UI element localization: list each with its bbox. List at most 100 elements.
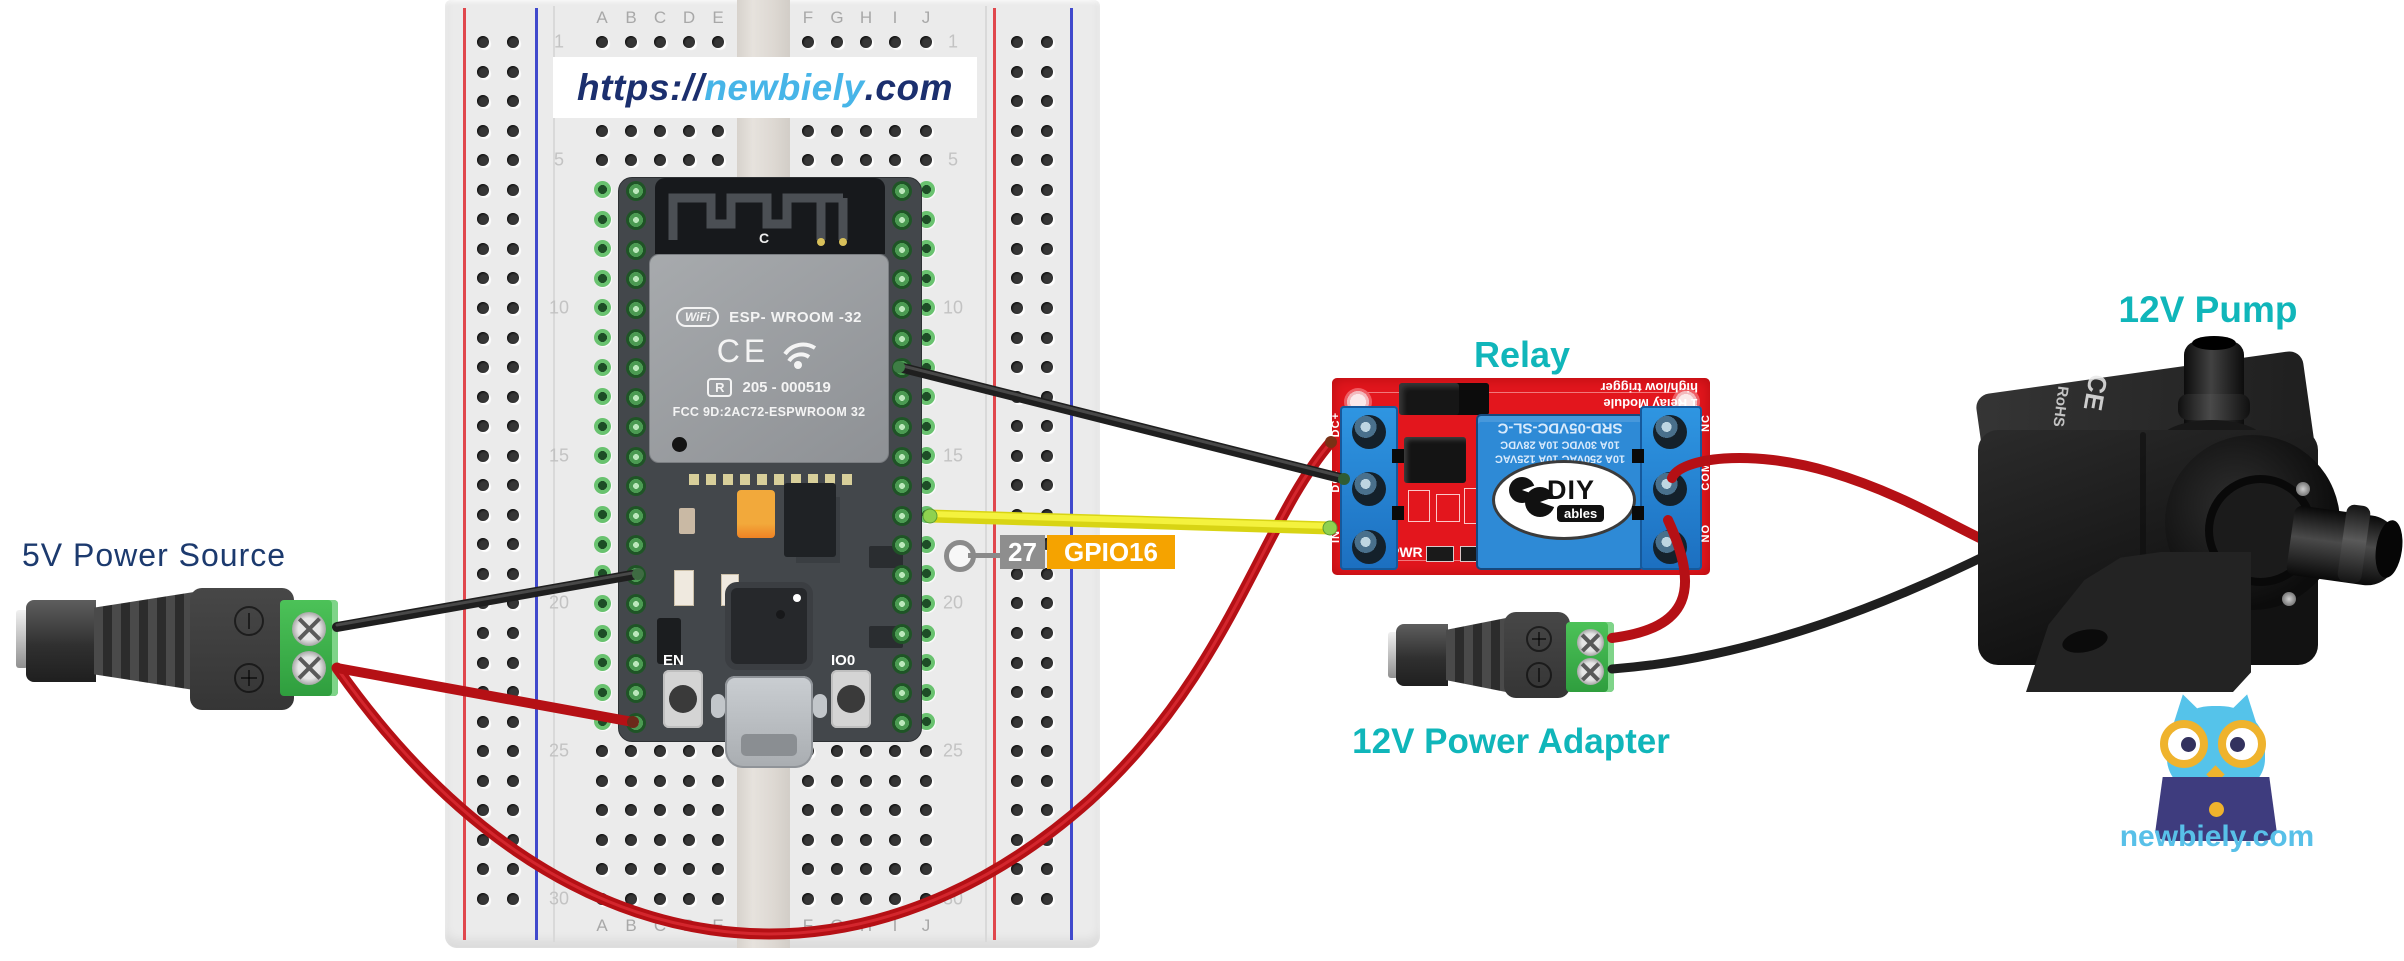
breadboard-hole xyxy=(920,774,932,787)
rail-hole xyxy=(1041,154,1053,167)
esp32-pin xyxy=(626,564,646,585)
column-letter: I xyxy=(892,916,898,935)
breadboard-hole xyxy=(831,892,843,905)
relay-label: Relay xyxy=(1473,334,1571,375)
esp32-pin xyxy=(892,298,912,319)
rail-hole xyxy=(507,508,519,521)
breadboard-hole xyxy=(596,892,608,905)
column-letter: G xyxy=(830,8,844,27)
esp32-pin xyxy=(892,594,912,615)
io0-button-label: IO0 xyxy=(831,652,856,669)
breadboard-hole xyxy=(920,745,932,758)
rail-hole xyxy=(507,715,519,728)
section-divider xyxy=(985,6,987,942)
breadboard-hole xyxy=(802,833,814,846)
newbiely-logo: newbiely.com xyxy=(2120,690,2314,862)
breadboard-hole xyxy=(889,154,901,167)
rail-hole xyxy=(477,538,489,551)
esp32-pin xyxy=(626,535,646,556)
rail-hole xyxy=(507,538,519,551)
breadboard-hole xyxy=(712,36,724,48)
terminal-screw xyxy=(1577,658,1604,685)
rail-hole xyxy=(477,301,489,314)
rail-hole xyxy=(477,124,489,137)
voltage-regulator xyxy=(784,483,836,557)
terminal-screw xyxy=(1352,415,1386,449)
breadboard-hole xyxy=(920,124,932,137)
breadboard-hole xyxy=(654,774,666,787)
rail-hole xyxy=(477,508,489,521)
breadboard-hole-connected xyxy=(593,329,611,346)
row-number: 30 xyxy=(548,888,570,909)
column-letter: F xyxy=(802,8,814,27)
pump-ce-mark: CE xyxy=(2077,372,2114,413)
rail-hole xyxy=(1011,301,1023,314)
relay-cube: 10A 250VAC 10A 125VAC 10A 30VDC 10A 28VD… xyxy=(1476,414,1644,570)
rail-hole xyxy=(507,213,519,226)
breadboard-hole-connected xyxy=(593,506,611,524)
breadboard-hole xyxy=(712,833,724,846)
rail-hole xyxy=(507,183,519,196)
breadboard-hole xyxy=(889,36,901,48)
rail-hole xyxy=(1041,65,1053,78)
rail-hole xyxy=(1011,656,1023,669)
breadboard-hole xyxy=(683,745,695,758)
esp32-pin xyxy=(892,653,912,674)
terminal-screw xyxy=(292,612,326,646)
breadboard-hole xyxy=(802,804,814,817)
column-letter: E xyxy=(712,916,724,935)
column-letter: D xyxy=(682,916,696,935)
breadboard-hole xyxy=(654,124,666,137)
esp32-pin xyxy=(626,712,646,733)
esp32-pin xyxy=(626,239,646,260)
esp32-pin xyxy=(626,624,646,644)
rail-hole xyxy=(1041,745,1053,758)
esp32-pin xyxy=(626,328,646,349)
esp32-pin xyxy=(626,269,646,290)
esp32-pin xyxy=(892,535,912,556)
breadboard-hole xyxy=(654,892,666,905)
shield-dot xyxy=(672,437,687,452)
column-letter: D xyxy=(682,8,696,27)
rail-hole xyxy=(507,154,519,167)
rail-hole xyxy=(1041,597,1053,610)
rail-hole xyxy=(507,656,519,669)
rail-hole xyxy=(1041,124,1053,137)
rail-hole xyxy=(477,183,489,196)
row-number: 15 xyxy=(942,445,964,466)
rail-hole xyxy=(477,863,489,876)
owl-laptop xyxy=(2154,777,2278,841)
esp32-pin xyxy=(892,328,912,349)
breadboard-hole xyxy=(712,804,724,817)
pump-12v-label: 12V Pump xyxy=(2118,289,2298,330)
rail-hole xyxy=(1011,567,1023,580)
rail-hole xyxy=(477,656,489,669)
row-number: 25 xyxy=(548,740,570,761)
esp32-pin xyxy=(626,387,646,408)
esp32-pin xyxy=(626,210,646,231)
rail-hole xyxy=(1041,331,1053,344)
breadboard-hole xyxy=(889,863,901,876)
breadboard-hole xyxy=(625,36,637,48)
rail-hole xyxy=(477,686,489,699)
rail-hole xyxy=(1041,508,1053,521)
breadboard-hole xyxy=(920,892,932,905)
relay-cube-text: 10A 250VAC 10A 125VAC 10A 30VDC 10A 28VD… xyxy=(1494,419,1626,465)
breadboard-hole xyxy=(654,833,666,846)
rail-hole xyxy=(1011,154,1023,167)
esp32-pin xyxy=(892,210,912,231)
breadboard-hole-connected xyxy=(593,713,611,731)
rail-hole xyxy=(1011,833,1023,846)
breadboard-hole xyxy=(625,745,637,758)
rail-hole xyxy=(477,715,489,728)
breadboard-hole xyxy=(802,36,814,48)
breadboard-hole-connected xyxy=(593,210,611,228)
power-adapter-12v-label: 12V Power Adapter xyxy=(1352,722,1670,761)
pin-number-badge: 27 xyxy=(1000,535,1045,569)
usb-tab xyxy=(813,694,827,718)
rail-hole xyxy=(1041,95,1053,108)
rail-hole xyxy=(1011,390,1023,403)
rail-hole xyxy=(1041,213,1053,226)
row-number: 20 xyxy=(548,592,570,613)
column-letter: C xyxy=(653,8,667,27)
